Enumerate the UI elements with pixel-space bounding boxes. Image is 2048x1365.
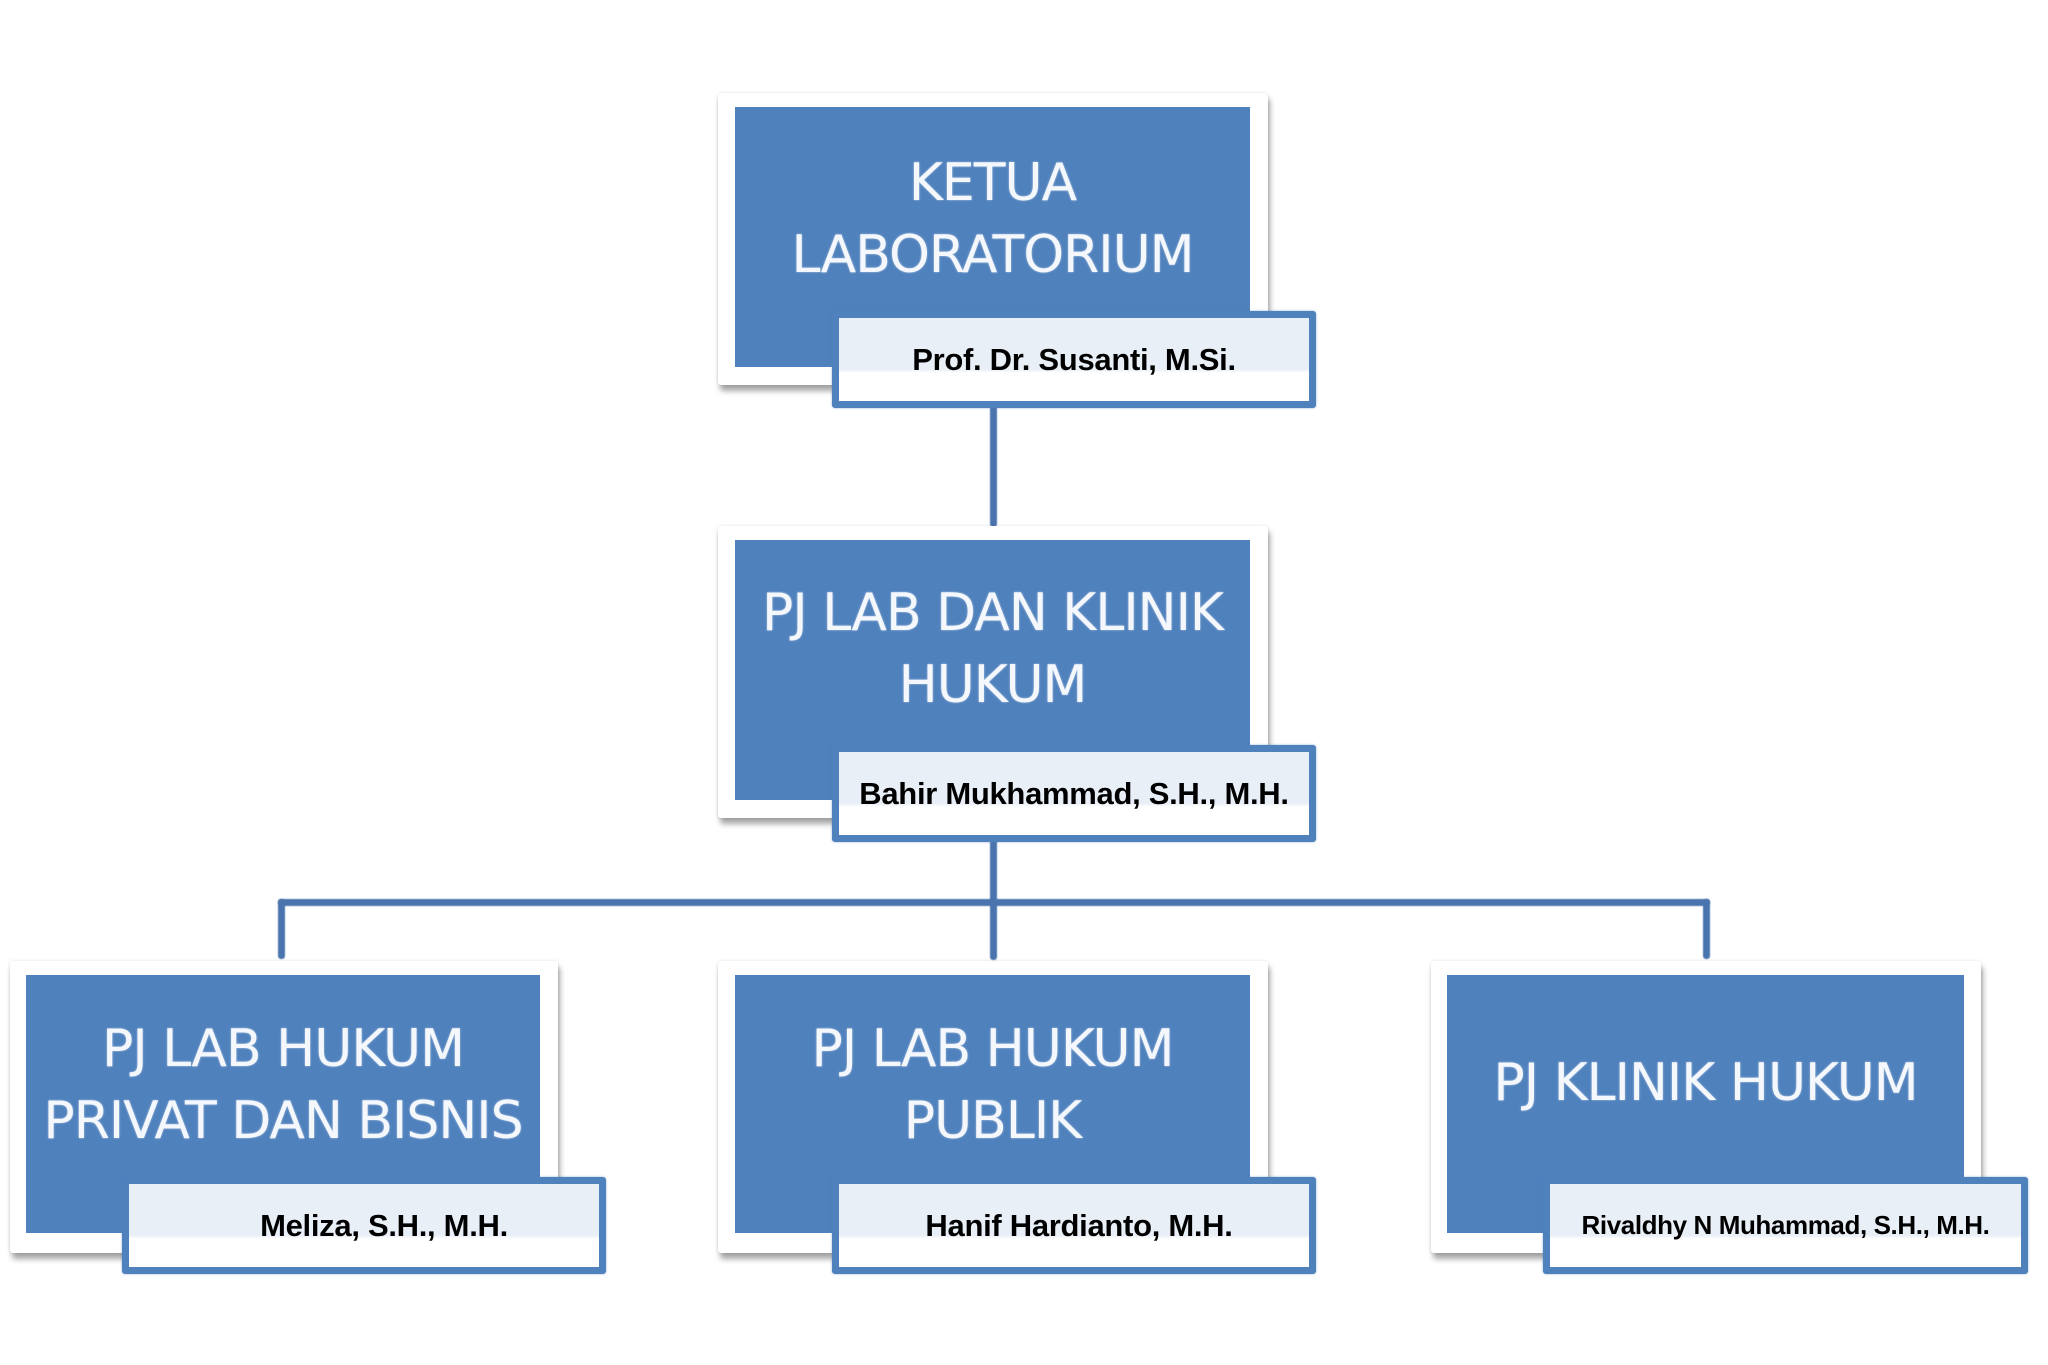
node-title: PJ LAB HUKUM PUBLIK [811,1019,1175,1151]
name-box: Hanif Hardianto, M.H. [832,1177,1316,1274]
connector-horizontal-bus [278,899,1710,906]
connector-ketua-to-pj-lab-klinik [990,405,997,527]
name-box: Bahir Mukhammad, S.H., M.H. [832,745,1316,842]
name-box: Prof. Dr. Susanti, M.Si. [832,311,1316,408]
connector-to-pj-klinik [1703,899,1710,959]
person-name: Bahir Mukhammad, S.H., M.H. [859,775,1289,811]
person-name: Rivaldhy N Muhammad, S.H., M.H. [1581,1210,1990,1240]
node-title: KETUA LABORATORIUM [791,153,1194,285]
node-title: PJ LAB DAN KLINIK HUKUM [761,583,1224,715]
name-box: Rivaldhy N Muhammad, S.H., M.H. [1543,1177,2028,1274]
person-name: Meliza, S.H., M.H. [260,1207,508,1243]
person-name: Hanif Hardianto, M.H. [925,1207,1233,1243]
person-name: Prof. Dr. Susanti, M.Si. [912,341,1236,377]
connector-to-pj-privat-bisnis [278,899,285,959]
name-box: Meliza, S.H., M.H. [122,1177,606,1274]
node-title: PJ KLINIK HUKUM [1493,1053,1918,1113]
node-title: PJ LAB HUKUM PRIVAT DAN BISNIS [43,1019,523,1151]
